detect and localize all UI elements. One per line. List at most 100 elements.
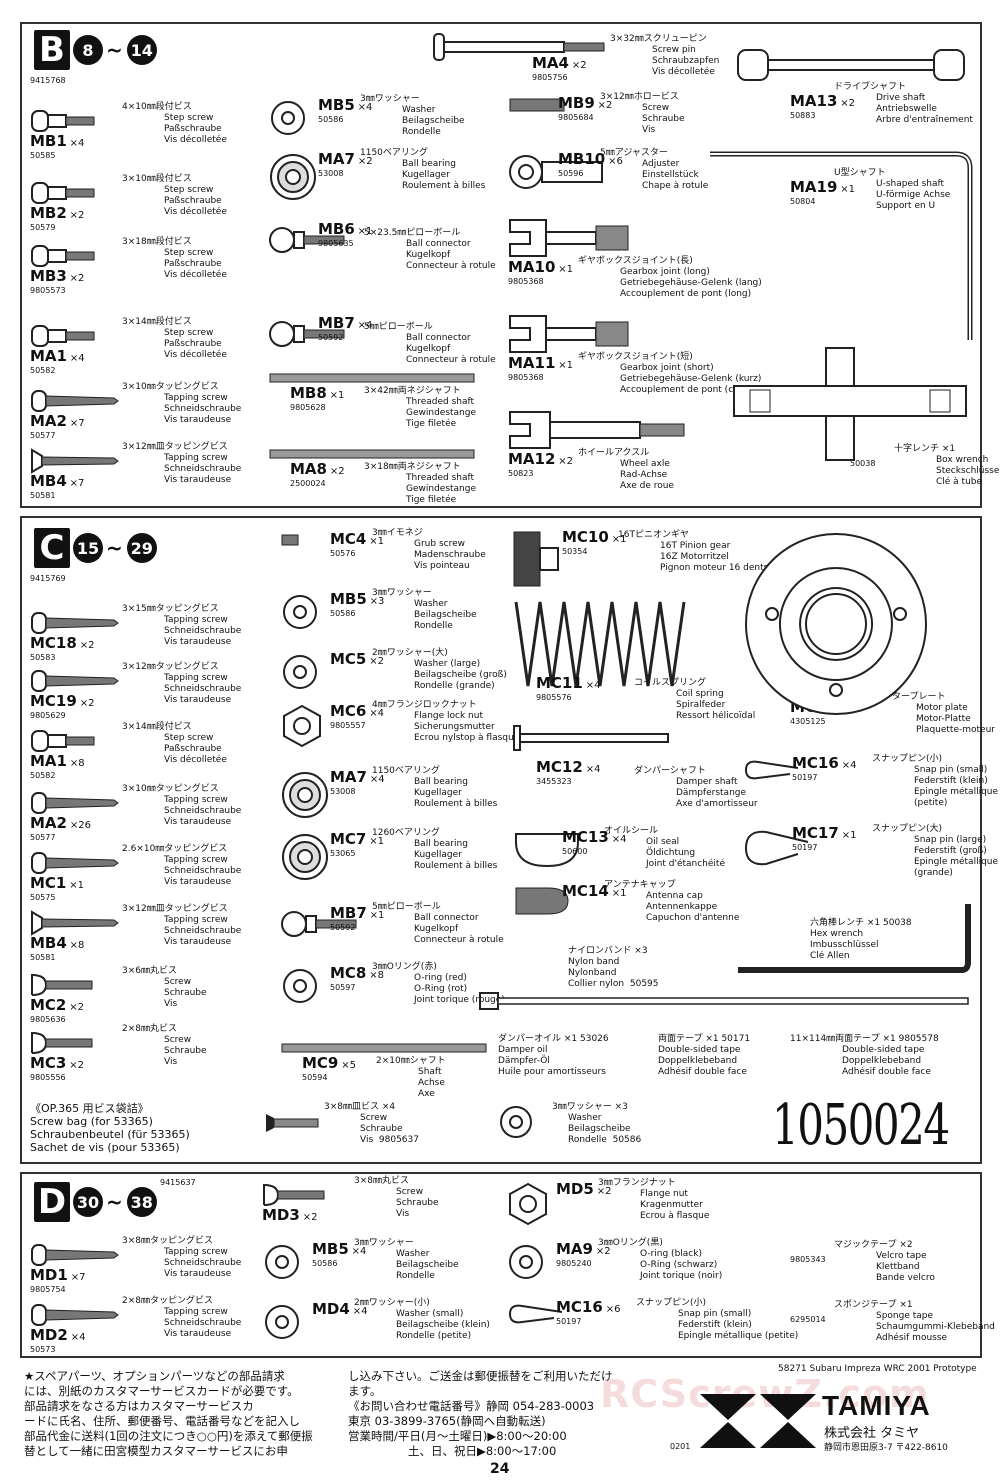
part-number: 50354 bbox=[562, 547, 588, 556]
part-number: 9805557 bbox=[330, 721, 366, 730]
part-code: MB10 bbox=[558, 150, 606, 168]
part-size-jp: 3×42㎜両ネジシャフト bbox=[364, 386, 461, 396]
part-quantity: ×2 bbox=[79, 698, 95, 709]
shaft-part-icon bbox=[280, 1040, 490, 1059]
part-name-fr: Vis taraudeuse bbox=[164, 1269, 232, 1279]
op-washer-fr: Rondelle bbox=[568, 1135, 607, 1145]
part-name-en: Grub screw bbox=[414, 539, 465, 549]
part-size-jp: 3×12㎜タッピングビス bbox=[122, 662, 219, 672]
bag-b-header: B 8 ~ 14 bbox=[34, 30, 157, 70]
washer-part-icon bbox=[262, 1302, 302, 1346]
part-name-de: Madenschraube bbox=[414, 550, 486, 560]
part-name-fr: Accouplement de pont (court) bbox=[620, 385, 756, 395]
part-name-fr: Vis décolletée bbox=[164, 135, 227, 145]
part-number: 9805628 bbox=[290, 403, 326, 412]
part-name-en: Ball connector bbox=[406, 239, 471, 249]
round-part-icon bbox=[262, 1182, 328, 1212]
tap-part-icon bbox=[30, 610, 120, 640]
op-washer-num: 50586 bbox=[612, 1135, 642, 1145]
u-shaped-shaft-icon bbox=[710, 151, 973, 340]
part-name-en: Step screw bbox=[164, 185, 214, 195]
part-name-en: Shaft bbox=[418, 1067, 442, 1077]
part-name-en: Adjuster bbox=[642, 159, 680, 169]
part-name-en: Threaded shaft bbox=[406, 397, 475, 407]
part-name-de: Schraube bbox=[642, 114, 685, 124]
part-number: 50586 bbox=[318, 115, 344, 124]
nylon-band-en: Nylon band bbox=[568, 957, 620, 967]
nylon-band-icon bbox=[479, 992, 969, 1010]
part-number: 50597 bbox=[330, 983, 356, 992]
part-number: 4305125 bbox=[790, 717, 826, 726]
part-code: MC16 bbox=[792, 754, 839, 772]
op-bag-de: Schraubenbeutel (für 53365) bbox=[30, 1128, 190, 1141]
op-screw-de: Schraube bbox=[360, 1124, 403, 1134]
part-name-de: Beilagscheibe (groß) bbox=[414, 670, 507, 680]
step-part-icon bbox=[30, 108, 96, 138]
part-size-jp: 4×10㎜段付ビス bbox=[122, 102, 192, 112]
part-size-jp: ホイールアクスル bbox=[578, 448, 650, 458]
range-tilde: ~ bbox=[106, 1190, 123, 1214]
tape1-label: 両面テープ ×1 50171 Double-sided tape Doppelk… bbox=[658, 1034, 750, 1078]
flat-part-icon bbox=[30, 448, 120, 478]
part-code: MB7 bbox=[330, 904, 367, 922]
part-code: MC4 bbox=[330, 530, 367, 548]
part-size-jp: 3㎜Oリング(黒) bbox=[598, 1238, 663, 1248]
part-code: MA1 bbox=[30, 347, 67, 365]
part-code: MB1 bbox=[30, 132, 67, 150]
part-code: MA2 bbox=[30, 412, 67, 430]
part-name-de: Federstift (klein) bbox=[914, 776, 988, 786]
part-name-en: Flange lock nut bbox=[414, 711, 483, 721]
part-name-fr: Vis décolletée bbox=[164, 755, 227, 765]
part-size-jp: 3×8㎜タッピングビス bbox=[122, 1236, 213, 1246]
footer-left-line: 部品請求をなさる方はカスタマーサービスカ bbox=[24, 1399, 254, 1413]
part-code: MC11 bbox=[536, 674, 583, 692]
part-size-jp: 3×12㎜皿タッピングビス bbox=[122, 904, 228, 914]
part-name-fr: Adhésif mousse bbox=[876, 1333, 948, 1343]
part-code-block: 6295014 bbox=[790, 1314, 826, 1325]
part-quantity: ×4 bbox=[351, 1246, 367, 1257]
dshaft-part-icon bbox=[512, 718, 672, 762]
company-address: 静岡市恩田原3-7 〒422-8610 bbox=[824, 1443, 948, 1453]
part-name-de: 16Z Motorritzel bbox=[660, 552, 729, 562]
part-name-en: Wheel axle bbox=[620, 459, 670, 469]
part-name-en: Ball connector bbox=[406, 333, 471, 343]
screw-part-icon bbox=[508, 96, 568, 118]
part-size-jp: 3×8㎜丸ビス bbox=[354, 1176, 409, 1186]
part-number: 9805368 bbox=[508, 373, 544, 382]
part-name-de: Kugellager bbox=[402, 170, 450, 180]
part-number: 50592 bbox=[330, 923, 356, 932]
part-name-en: Step screw bbox=[164, 733, 214, 743]
part-code: MB3 bbox=[30, 267, 67, 285]
part-name-de: Schraube bbox=[396, 1198, 439, 1208]
part-code: MC19 bbox=[30, 692, 77, 710]
bag-c-header: C 15 ~ 29 bbox=[34, 528, 157, 568]
part-code: MB6 bbox=[318, 220, 355, 238]
part-name-en: Tapping screw bbox=[164, 795, 228, 805]
part-name-en: Step screw bbox=[164, 328, 214, 338]
part-name-en: Tapping screw bbox=[164, 1247, 228, 1257]
print-code: 0201 bbox=[670, 1442, 691, 1451]
part-number: 50576 bbox=[330, 549, 356, 558]
part-name-en: Antenna cap bbox=[646, 891, 703, 901]
part-name-de: Schneidschraube bbox=[164, 1258, 242, 1268]
part-name-en: Snap pin (small) bbox=[678, 1309, 752, 1319]
part-quantity: ×1 bbox=[841, 830, 857, 841]
box-wrench-icon bbox=[733, 347, 967, 461]
part-quantity: ×5 bbox=[341, 1060, 356, 1071]
footer-middle: し込み下さい。ご送金は郵便振替をご利用いただけ ます。 《お問い合わせ電話番号》… bbox=[348, 1369, 613, 1459]
tap-part-icon bbox=[30, 850, 120, 880]
part-quantity: ×8 bbox=[69, 940, 85, 951]
